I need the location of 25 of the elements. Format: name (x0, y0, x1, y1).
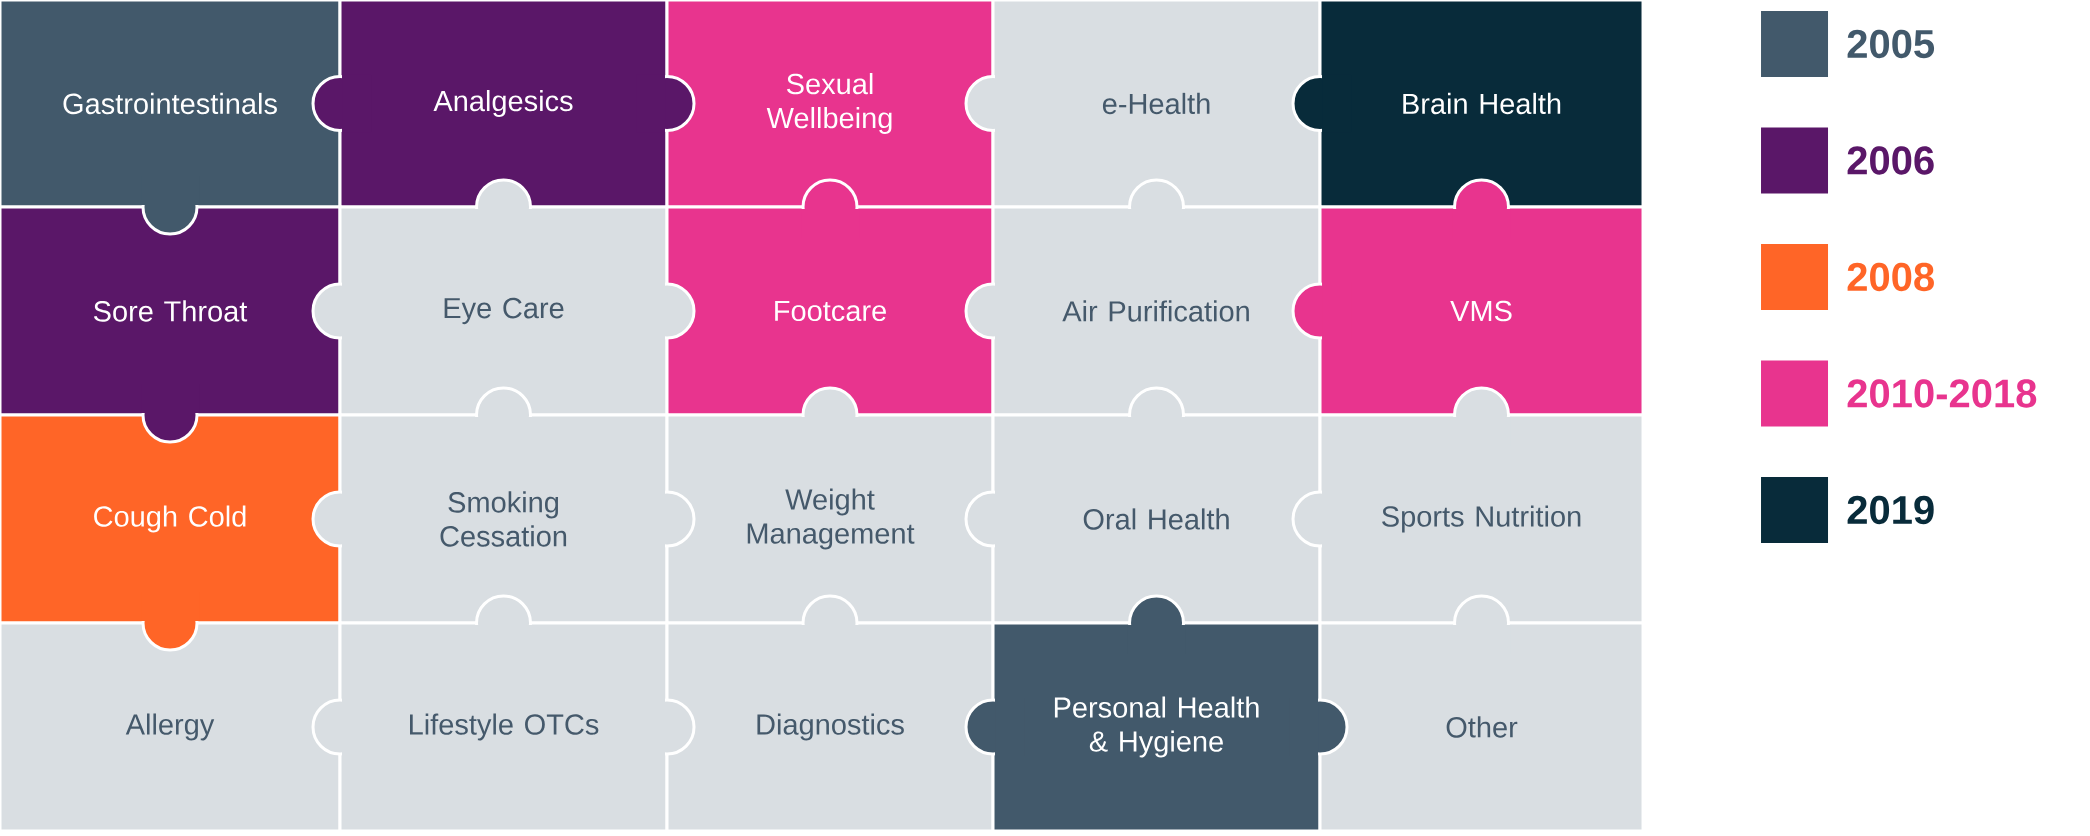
piece-label: Personal Health & Hygiene (1054, 696, 1259, 758)
piece-label: Sports Nutrition (1382, 505, 1581, 533)
piece-label: Smoking Cessation (440, 491, 567, 547)
piece-label: Diagnostics (757, 713, 904, 741)
legend-label: 2008 (1847, 262, 1934, 292)
legend-label: 2010-2018 (1847, 379, 2037, 408)
legend-label: 2005 (1847, 29, 1935, 59)
piece-label: Oral Health (1083, 508, 1229, 530)
piece-label: Footcare (775, 300, 886, 322)
piece-label: Weight Management (747, 488, 915, 550)
piece-label: Allergy (125, 713, 215, 741)
piece-label: Cough Cold (94, 505, 246, 533)
piece-label: Lifestyle OTCs (410, 713, 599, 741)
piece-label: Gastrointestinals (63, 92, 277, 115)
piece-label: VMS (1450, 300, 1512, 322)
piece-label: Brain Health (1403, 92, 1561, 115)
piece-label: e-Health (1102, 92, 1210, 115)
legend-label: 2006 (1847, 146, 1934, 175)
piece-label: Analgesics (433, 90, 573, 117)
piece-label: Eye Care (444, 297, 564, 325)
piece-label: Sexual Wellbeing (766, 72, 892, 134)
piece-label: Other (1446, 716, 1518, 738)
legend-label: 2019 (1847, 495, 1934, 525)
piece-label: Air Purification (1062, 300, 1249, 322)
piece-label: Sore Throat (93, 300, 248, 322)
